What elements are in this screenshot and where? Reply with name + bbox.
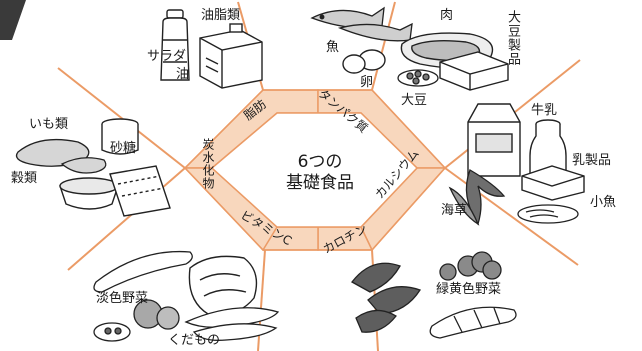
corner-accent: [0, 0, 26, 40]
label-egg: 卵: [360, 75, 374, 90]
soybeans-illustration: [397, 69, 439, 87]
label-green-yellow-vegetables: 緑黄色野菜: [436, 282, 502, 297]
carrot-illustration: [429, 306, 517, 339]
seaweed-illustration: [448, 169, 506, 226]
sugar-jar-illustration: [101, 118, 139, 155]
label-soybean: 大豆: [401, 93, 428, 108]
oil-bottle-illustration: [160, 9, 190, 81]
label-soy-products: 大豆製品: [505, 10, 520, 66]
label-small-fish: 小魚: [590, 195, 617, 210]
hexagon-inner: [210, 112, 419, 228]
sweet-potato-illustration: [15, 138, 107, 174]
label-salad: サラダ: [147, 49, 187, 64]
label-seaweed: 海草: [441, 203, 468, 218]
label-oils: 油脂類: [201, 8, 241, 23]
rice-bowl-illustration: [59, 177, 119, 210]
cheese-illustration: [521, 165, 585, 201]
spinach-illustration: [351, 262, 421, 333]
hexagon-outer: [183, 89, 447, 251]
eggs-illustration: [342, 49, 386, 74]
fruit-illustration: [93, 299, 180, 342]
bread-bag-illustration: [109, 165, 171, 217]
label-fruits: くだもの: [168, 333, 221, 348]
label-tubers: いも類: [29, 117, 69, 132]
fish-illustration: [310, 6, 413, 42]
cucumber-illustration: [93, 250, 193, 293]
center-title: 6つの 基礎食品: [255, 152, 385, 194]
label-fish: 魚: [326, 40, 340, 55]
label-dairy: 乳製品: [572, 153, 612, 168]
label-meat: 肉: [440, 8, 454, 23]
broccoli-illustration: [439, 251, 502, 281]
oil-can-illustration: [199, 23, 263, 89]
label-milk: 牛乳: [531, 103, 558, 118]
tofu-illustration: [439, 51, 509, 91]
cabbage-illustration: [188, 255, 258, 316]
label-sugar: 砂糖: [110, 141, 137, 156]
hexagon-ring: [183, 89, 447, 252]
label-grains: 穀類: [11, 171, 38, 186]
center-title-line2: 基礎食品: [286, 173, 354, 193]
label-light-vegetables: 淡色野菜: [96, 291, 149, 306]
small-fish-illustration: [517, 204, 579, 224]
center-title-line1: 6つの: [297, 152, 343, 172]
band-label-carbs: 炭水化物: [201, 138, 215, 190]
milk-carton-illustration: [467, 103, 521, 177]
label-oil: 油: [176, 67, 190, 82]
green-onion-illustration: [184, 307, 280, 341]
